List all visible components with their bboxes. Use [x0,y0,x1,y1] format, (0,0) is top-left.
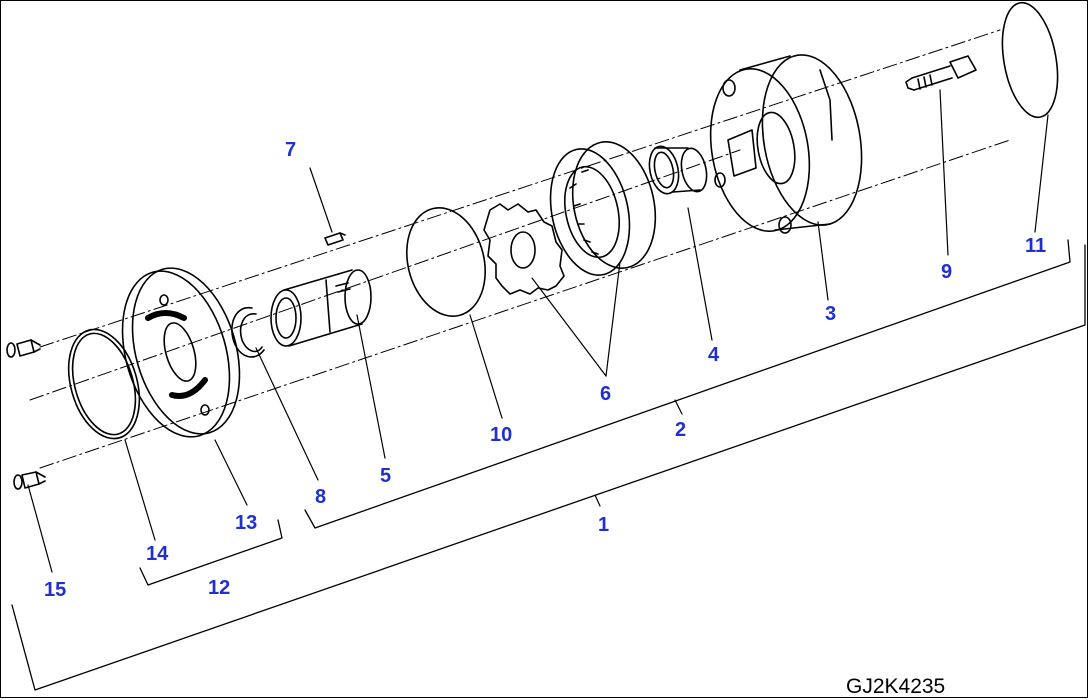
bracket-2 [304,239,1071,529]
screw-15-upper [6,339,41,358]
callout-13: 13 [235,512,258,534]
shaft-5 [270,269,372,347]
callout-8: 8 [315,486,327,508]
key-7 [324,232,346,246]
bushing-4 [648,145,708,195]
callout-5: 5 [380,465,392,487]
outer-rotor-6 [549,141,657,276]
callout-15: 15 [44,579,67,601]
callout-7: 7 [285,139,297,161]
callout-6: 6 [600,383,612,405]
callout-11: 11 [1025,235,1047,257]
gasket-10 [406,207,486,317]
bolt-9 [905,55,977,91]
callout-4: 4 [708,344,720,366]
callout-14: 14 [146,543,169,565]
o-ring-14 [67,328,141,440]
drawing-code: GJ2K4235 [846,675,946,698]
cover-plate-13 [121,267,241,438]
callout-12: 12 [208,577,231,599]
callout-9: 9 [941,261,953,283]
inner-gear-6 [483,203,565,295]
bracket-1 [11,244,1086,691]
gasket-11 [1001,1,1059,119]
assembly-brackets [11,239,1086,691]
leader-lines [27,89,1049,573]
callout-1: 1 [598,514,610,536]
screw-15-lower [13,471,46,490]
callout-10: 10 [490,424,513,446]
callout-2: 2 [675,419,687,441]
pump-housing-3 [709,54,863,234]
snap-ring-8 [231,307,265,358]
callout-3: 3 [825,303,837,325]
bracket-12 [139,519,283,586]
